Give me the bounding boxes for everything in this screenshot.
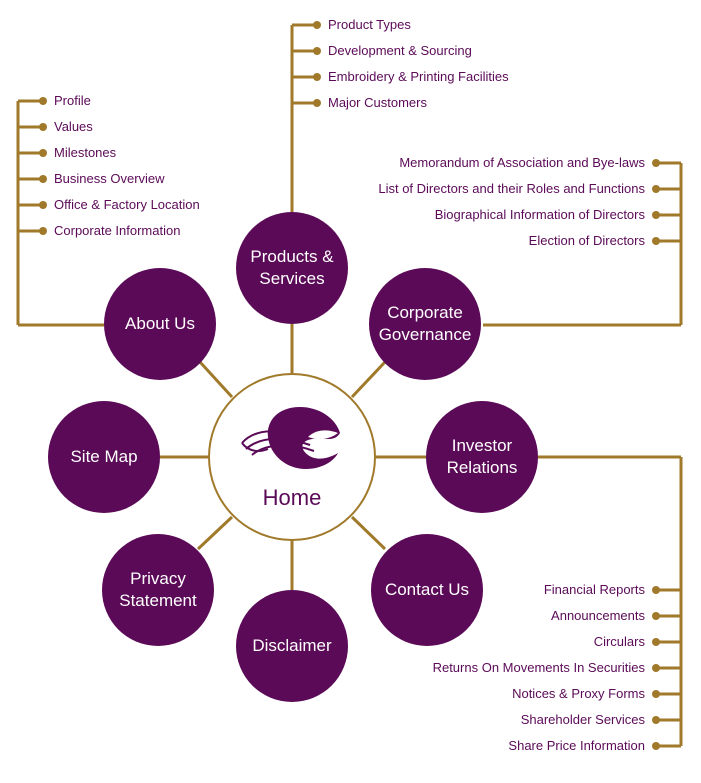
investor-link-notices-proxy-forms[interactable]: Notices & Proxy Forms	[512, 686, 645, 701]
investor-link-shareholder-services[interactable]: Shareholder Services	[520, 712, 645, 727]
products-link-product-types[interactable]: Product Types	[328, 17, 411, 32]
company-logo-icon	[241, 407, 340, 469]
about-link-values[interactable]: Values	[54, 119, 93, 134]
investor-link-circulars[interactable]: Circulars	[593, 634, 645, 649]
products-services-node[interactable]: Products & Services	[236, 212, 348, 324]
disclaimer-node[interactable]: Disclaimer	[236, 590, 348, 702]
site-map-node[interactable]: Site Map	[48, 401, 160, 513]
investor-relations-node[interactable]: Investor Relations	[426, 401, 538, 513]
governance-link-election-of-directors[interactable]: Election of Directors	[528, 233, 645, 248]
corporate-governance-node[interactable]: Corporate Governance	[369, 268, 481, 380]
home-node[interactable]: Home	[208, 373, 376, 541]
about-link-office-factory-location[interactable]: Office & Factory Location	[54, 197, 200, 212]
contact-us-node[interactable]: Contact Us	[371, 534, 483, 646]
privacy-statement-node[interactable]: Privacy Statement	[102, 534, 214, 646]
products-link-embroidery-printing[interactable]: Embroidery & Printing Facilities	[328, 69, 509, 84]
governance-link-biographical-info[interactable]: Biographical Information of Directors	[434, 207, 645, 222]
home-label: Home	[262, 485, 322, 510]
products-link-development-sourcing[interactable]: Development & Sourcing	[328, 43, 472, 58]
about-link-milestones[interactable]: Milestones	[54, 145, 117, 160]
investor-link-share-price-information[interactable]: Share Price Information	[508, 738, 645, 753]
investor-link-returns-on-movements[interactable]: Returns On Movements In Securities	[432, 660, 645, 675]
investor-link-financial-reports[interactable]: Financial Reports	[543, 582, 645, 597]
governance-link-list-of-directors[interactable]: List of Directors and their Roles and Fu…	[378, 181, 645, 196]
governance-link-memorandum[interactable]: Memorandum of Association and Bye-laws	[399, 155, 645, 170]
about-link-profile[interactable]: Profile	[54, 93, 91, 108]
investor-link-announcements[interactable]: Announcements	[551, 608, 645, 623]
about-us-node[interactable]: About Us	[104, 268, 216, 380]
about-link-business-overview[interactable]: Business Overview	[54, 171, 165, 186]
products-link-major-customers[interactable]: Major Customers	[328, 95, 427, 110]
about-link-corporate-information[interactable]: Corporate Information	[54, 223, 181, 238]
